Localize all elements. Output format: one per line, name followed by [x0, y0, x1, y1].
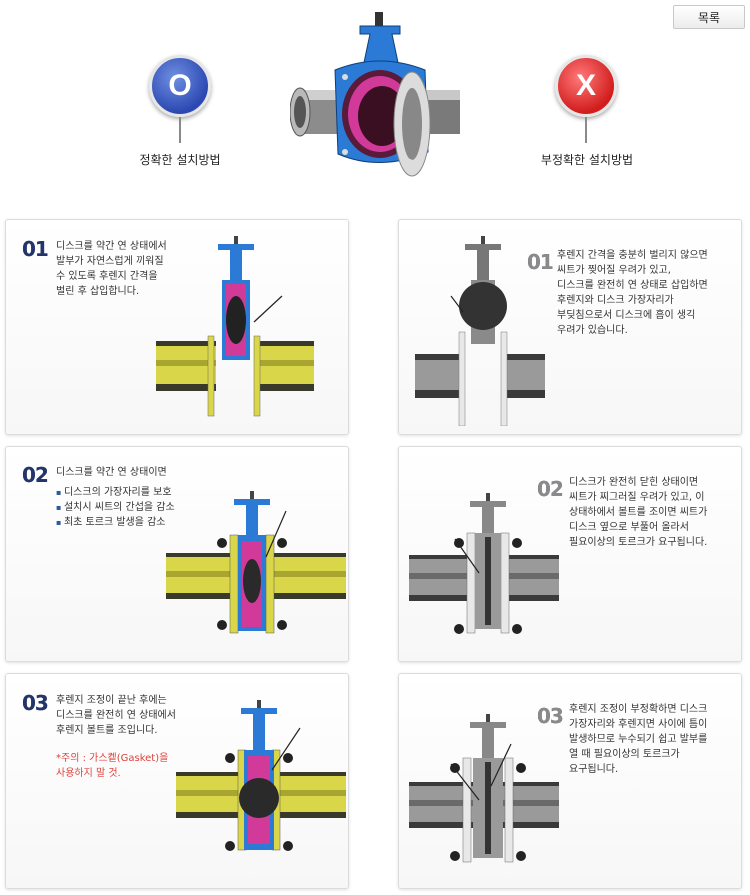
incorrect-step-panel: 03 후렌지 조정이 부정확하면 디스크 가장자리와 후렌지면 사이에 틈이 발…: [398, 673, 742, 889]
text-line: 발생하므로 누수되기 쉽고 발부를: [569, 734, 708, 745]
step-number: 01: [22, 237, 49, 261]
text-line: 후렌지 조정이 끝난 후에는: [56, 695, 167, 706]
text-line: 디스크를 약간 연 상태이면: [56, 467, 167, 478]
correct-step-panel: 03 후렌지 조정이 끝난 후에는 디스크를 완전히 연 상태에서 후렌지 볼트…: [5, 673, 349, 889]
list-item: 설치시 씨트의 간섭을 감소: [56, 500, 175, 515]
correct-method-label: 정확한 설치방법: [139, 153, 221, 167]
marker-pin: [179, 117, 181, 143]
valve-diagram-incorrect-3: [409, 714, 559, 863]
text-line: 요구됩니다.: [569, 764, 619, 775]
text-line: 열 때 필요이상의 토르크가: [569, 749, 680, 760]
text-line: 디스크를 완전히 연 상태로 삽입하면: [557, 280, 708, 291]
benefit-list: 디스크의 가장자리를 보호 설치시 씨트의 간섭을 감소 최초 토르크 발생을 …: [56, 485, 175, 530]
butterfly-valve-illustration: [290, 12, 460, 177]
text-line: 상태하에서 볼트를 조이면 씨트가: [569, 507, 708, 518]
text-line: 후렌지와 디스크 가장자리가: [557, 295, 674, 306]
step-number: 03: [22, 691, 49, 715]
incorrect-marker: X: [553, 55, 619, 143]
incorrect-method-label: 부정확한 설치방법: [540, 153, 634, 167]
text-line: 발부가 자연스럽게 끼워질: [56, 256, 164, 267]
incorrect-step-panel: 02 디스크가 완전히 닫힌 상태이면 씨트가 찌그러질 우려가 있고, 이 상…: [398, 446, 742, 662]
warning-note: 사용하지 말 것.: [56, 768, 121, 779]
step-description: 후렌지 간격을 충분히 벌리지 않으면 씨트가 찢어질 우려가 있고, 디스크를…: [557, 248, 708, 338]
text-line: 후렌지 볼트를 조입니다.: [56, 725, 158, 736]
text-line: 디스크를 약간 연 상태에서: [56, 241, 167, 252]
correct-step-panel: 02 디스크를 약간 연 상태이면 디스크의 가장자리를 보호 설치시 씨트의 …: [5, 446, 349, 662]
text-line: 벌린 후 삽입합니다.: [56, 286, 140, 297]
correct-step-panel: 01 디스크를 약간 연 상태에서 발부가 자연스럽게 끼워질 수 있도록 후렌…: [5, 219, 349, 435]
valve-diagram-incorrect-1: [415, 236, 545, 426]
text-line: 부딪침으로서 디스크에 흠이 생긱: [557, 310, 696, 321]
text-line: 필요이상의 토르크가 요구됩니다.: [569, 537, 708, 548]
valve-diagram-correct-1: [156, 236, 314, 417]
warning-note: *주의 : 가스켙(Gasket)을: [56, 753, 169, 764]
valve-diagram-correct-3: [176, 700, 346, 851]
text-line: 씨트가 찌그러질 우려가 있고, 이: [569, 492, 705, 503]
text-line: 후렌지 간격을 충분히 벌리지 않으면: [557, 250, 708, 261]
step-number: 02: [22, 463, 49, 487]
correct-marker: O: [147, 55, 213, 143]
list-button[interactable]: 목록: [673, 5, 745, 29]
text-line: 씨트가 찢어질 우려가 있고,: [557, 265, 671, 276]
list-item: 디스크의 가장자리를 보호: [56, 485, 175, 500]
valve-diagram-correct-2: [166, 491, 346, 634]
correct-o-icon: O: [149, 55, 211, 117]
text-line: 가장자리와 후렌지면 사이에 틈이: [569, 719, 708, 730]
list-item: 최초 토르크 발생을 감소: [56, 515, 175, 530]
text-line: 후렌지 조정이 부정확하면 디스크: [569, 704, 708, 715]
step-description: 후렌지 조정이 끝난 후에는 디스크를 완전히 연 상태에서 후렌지 볼트를 조…: [56, 693, 176, 781]
step-number: 03: [537, 704, 564, 728]
incorrect-x-icon: X: [555, 55, 617, 117]
valve-diagram-incorrect-2: [409, 493, 559, 634]
text-line: 우려가 있습니다.: [557, 325, 628, 336]
marker-pin: [585, 117, 587, 143]
step-description: 후렌지 조정이 부정확하면 디스크 가장자리와 후렌지면 사이에 틈이 발생하므…: [569, 702, 707, 777]
step-description: 디스크를 약간 연 상태에서 발부가 자연스럽게 끼워질 수 있도록 후렌지 간…: [56, 239, 167, 299]
text-line: 디스크를 완전히 연 상태에서: [56, 710, 176, 721]
step-number: 02: [537, 477, 564, 501]
step-description: 디스크를 약간 연 상태이면 디스크의 가장자리를 보호 설치시 씨트의 간섭을…: [56, 465, 175, 530]
step-number: 01: [527, 250, 554, 274]
step-description: 디스크가 완전히 닫힌 상태이면 씨트가 찌그러질 우려가 있고, 이 상태하에…: [569, 475, 707, 550]
text-line: 수 있도록 후렌지 간격을: [56, 271, 158, 282]
incorrect-step-panel: 01 후렌지 간격을 충분히 벌리지 않으면 씨트가 찢어질 우려가 있고, 디…: [398, 219, 742, 435]
text-line: 디스크가 완전히 닫힌 상태이면: [569, 477, 699, 488]
text-line: 디스크 옆으로 부풀어 올라서: [569, 522, 689, 533]
